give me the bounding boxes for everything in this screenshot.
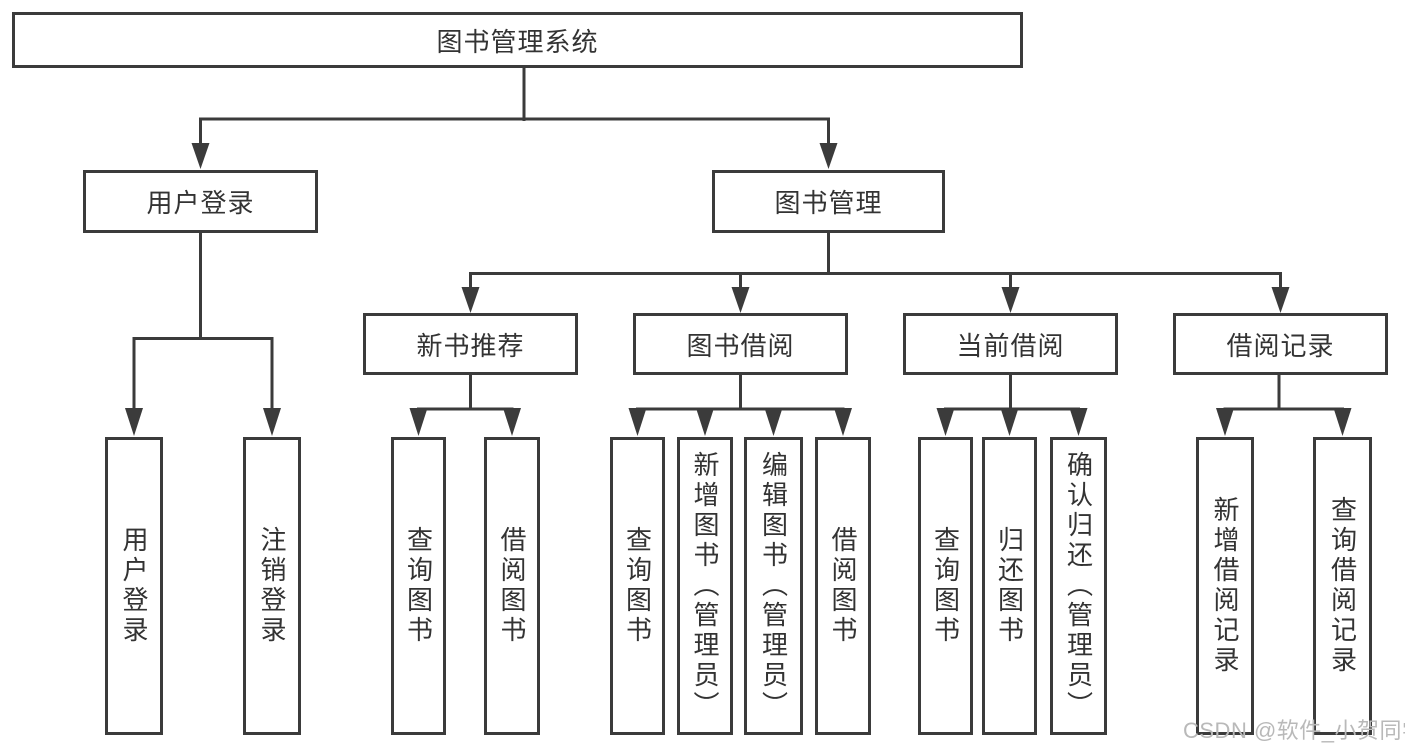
leaf-records-query-borrow-record: 查询借阅记录 xyxy=(1313,437,1372,735)
node-label: 借阅图书 xyxy=(828,526,858,646)
leaf-borrow-query-books: 查询图书 xyxy=(610,437,665,735)
node-label: 归还图书 xyxy=(994,526,1025,646)
node-label: 用户登录 xyxy=(119,526,149,646)
leaf-current-query-books: 查询图书 xyxy=(918,437,973,735)
node-label: 当前借阅 xyxy=(956,330,1065,361)
node-label: 图书借阅 xyxy=(686,330,795,361)
node-label: 新增借阅记录 xyxy=(1210,496,1240,676)
leaf-user-login: 用户登录 xyxy=(105,437,163,735)
node-book-borrowing: 图书借阅 xyxy=(633,313,848,375)
node-book-management-branch: 图书管理 xyxy=(712,170,945,233)
leaf-borrow-edit-book-admin: 编辑图书（管理员） xyxy=(744,437,803,735)
node-label: 用户登录 xyxy=(146,188,255,218)
node-label: 确认归还（管理员） xyxy=(1063,451,1094,721)
leaf-borrow-borrow-books: 借阅图书 xyxy=(815,437,871,735)
node-borrowing-records: 借阅记录 xyxy=(1173,313,1388,375)
leaf-newbook-query-books: 查询图书 xyxy=(391,437,446,735)
node-label: 借阅图书 xyxy=(497,526,527,646)
leaf-newbook-borrow-books: 借阅图书 xyxy=(484,437,540,735)
leaf-borrow-add-book-admin: 新增图书（管理员） xyxy=(677,437,733,735)
node-label: 注销登录 xyxy=(257,526,287,646)
node-label: 借阅记录 xyxy=(1226,330,1335,361)
node-label: 新书推荐 xyxy=(416,330,525,361)
node-new-book-recommendation: 新书推荐 xyxy=(363,313,578,375)
node-label: 图书管理系统 xyxy=(436,26,599,57)
node-label: 查询借阅记录 xyxy=(1327,496,1358,676)
arrowheads xyxy=(125,143,1352,436)
node-user-login-branch: 用户登录 xyxy=(83,170,318,233)
node-root-library-management-system: 图书管理系统 xyxy=(12,12,1023,68)
node-label: 新增图书（管理员） xyxy=(690,451,720,721)
leaf-logout: 注销登录 xyxy=(243,437,301,735)
csdn-watermark: CSDN @软件_小贺同学 xyxy=(1183,718,1405,743)
node-current-borrowing: 当前借阅 xyxy=(903,313,1118,375)
node-label: 编辑图书（管理员） xyxy=(758,451,789,721)
node-label: 查询图书 xyxy=(403,526,434,646)
leaf-records-add-borrow-record: 新增借阅记录 xyxy=(1196,437,1254,735)
leaf-current-return-book: 归还图书 xyxy=(982,437,1037,735)
leaf-current-confirm-return-admin: 确认归还（管理员） xyxy=(1050,437,1107,735)
node-label: 查询图书 xyxy=(622,526,653,646)
node-label: 图书管理 xyxy=(774,188,883,218)
node-label: 查询图书 xyxy=(930,526,961,646)
